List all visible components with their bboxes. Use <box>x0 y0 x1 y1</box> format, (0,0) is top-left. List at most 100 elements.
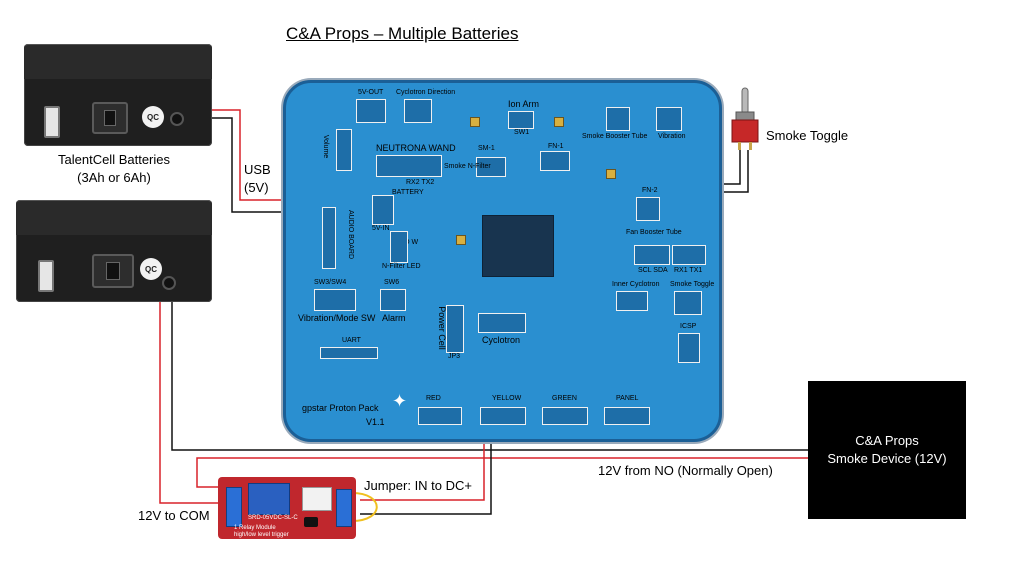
power-switch <box>92 254 134 288</box>
header-n-filter-led <box>390 231 408 263</box>
label-volume: Volume <box>322 134 330 159</box>
label-sm1: SM-1 <box>478 145 495 152</box>
label-inner-cyclotron: Inner Cyclotron <box>612 281 660 288</box>
relay-coil-label-area <box>302 487 332 511</box>
diagram-title: C&A Props – Multiple Batteries <box>286 24 519 43</box>
relay-model-text: SRD-05VDC-SL-C <box>248 515 298 521</box>
battery-top-panel <box>16 200 212 235</box>
switch-rocker <box>106 262 120 280</box>
qc-badge: QC <box>140 258 162 280</box>
label-uart: UART <box>342 337 361 344</box>
label-ion-arm: Ion Arm <box>508 99 540 109</box>
label-jp3: JP3 <box>448 353 461 360</box>
header-neutrona-wand <box>376 155 442 177</box>
smoke-toggle-label: Smoke Toggle <box>766 128 849 143</box>
com-wire-label: 12V to COM <box>138 508 210 523</box>
relay-trigger-text: high/low level trigger <box>234 532 289 538</box>
label-yellow: YELLOW <box>492 395 522 402</box>
talentcell-battery-2: QC <box>16 200 212 302</box>
smoke-device-label-line-1: C&A Props <box>855 433 919 448</box>
header-volume <box>336 129 352 171</box>
star-logo-icon: ✦ <box>392 391 408 411</box>
header-power-cell <box>446 305 464 353</box>
header-uart <box>320 347 378 359</box>
relay-cube <box>248 483 290 515</box>
pcb-version: V1.1 <box>366 417 385 427</box>
usb-label-line-2: (5V) <box>244 180 269 195</box>
dc-jack <box>170 112 184 126</box>
jumper-label: Jumper: IN to DC+ <box>364 478 473 493</box>
no-wire-red <box>196 457 808 488</box>
header-green <box>542 407 588 425</box>
qc-badge: QC <box>142 106 164 128</box>
label-pcb-smoke-toggle: Smoke Toggle <box>670 281 715 288</box>
header-5v-out <box>356 99 386 123</box>
header-panel <box>604 407 650 425</box>
header-ion-arm <box>508 111 534 129</box>
dc-jack <box>162 276 176 290</box>
microcontroller-chip <box>482 215 554 277</box>
talentcell-battery-1: QC <box>24 44 212 146</box>
label-sw6: SW6 <box>384 279 400 286</box>
power-switch <box>92 102 128 134</box>
label-scl-sda: SCL SDA <box>638 267 668 274</box>
label-sw1: SW1 <box>514 129 530 136</box>
no-wire-label: 12V from NO (Normally Open) <box>598 463 773 478</box>
pcb-name: gpstar Proton Pack <box>302 403 379 413</box>
usb-port <box>44 106 60 138</box>
label-rx2-tx2: RX2 TX2 <box>406 179 435 186</box>
header-sw6 <box>380 289 406 311</box>
label-alarm: Alarm <box>382 313 406 323</box>
ground-wire-black <box>171 292 808 451</box>
label-audio-board: AUDIO BOARD <box>347 209 355 260</box>
header-vibration <box>656 107 682 131</box>
label-smoke-n-filter: Smoke N-Filter <box>444 163 491 170</box>
header-cyclotron <box>478 313 526 333</box>
header-fn2 <box>636 197 660 221</box>
label-fan-booster-tube: Fan Booster Tube <box>626 229 682 236</box>
label-sw3-sw4: SW3/SW4 <box>314 279 347 286</box>
label-5v-in: 5V-IN <box>372 225 390 232</box>
label-rx1-tx1: RX1 TX1 <box>674 267 703 274</box>
header-sw3-sw4 <box>314 289 356 311</box>
header-inner-cyclotron <box>616 291 648 311</box>
header-fn1 <box>540 151 570 171</box>
header-red <box>418 407 462 425</box>
proton-pack-pcb: 5V-OUT Cyclotron Direction Ion Arm SW1 S… <box>283 80 722 442</box>
switch-rocker <box>104 110 116 126</box>
label-power-cell: Power Cell <box>436 306 447 350</box>
capacitor <box>456 235 466 245</box>
label-neutrona-wand: NEUTRONA WAND <box>376 143 456 153</box>
jumper-wire <box>351 492 378 522</box>
header-icsp <box>678 333 700 363</box>
relay-jumper-header <box>304 517 318 527</box>
label-vibration: Vibration <box>658 133 686 140</box>
label-vibration-mode-sw: Vibration/Mode SW <box>298 313 376 323</box>
header-sm1 <box>476 157 506 177</box>
relay-terminal-block-right <box>336 489 352 527</box>
header-smoke-toggle <box>674 291 702 315</box>
header-audio-board <box>322 207 336 269</box>
relay-module: SRD-05VDC-SL-C 1 Relay Module high/low l… <box>218 477 356 539</box>
label-cyclotron: Cyclotron <box>482 335 521 345</box>
battery-label-line-1: TalentCell Batteries <box>58 152 170 167</box>
label-fn1: FN-1 <box>548 143 564 150</box>
smoke-toggle-switch-icon <box>731 87 759 150</box>
header-yellow <box>480 407 526 425</box>
label-green: GREEN <box>552 395 577 402</box>
smoke-device: C&A Props Smoke Device (12V) <box>808 381 966 519</box>
header-rx1-tx1 <box>672 245 706 265</box>
relay-terminal-block-left <box>226 487 242 527</box>
label-panel: PANEL <box>616 395 639 402</box>
label-icsp: ICSP <box>680 323 697 330</box>
battery-label-line-2: (3Ah or 6Ah) <box>77 170 151 185</box>
label-battery: BATTERY <box>392 189 424 196</box>
capacitor <box>470 117 480 127</box>
label-cyclotron-direction: Cyclotron Direction <box>396 89 456 96</box>
header-cyclotron-direction <box>404 99 432 123</box>
label-smoke-booster-tube: Smoke Booster Tube <box>582 133 648 140</box>
relay-module-text: 1 Relay Module <box>234 525 276 531</box>
battery-top-panel <box>24 44 212 79</box>
label-5v-out: 5V-OUT <box>358 89 384 96</box>
label-red: RED <box>426 395 441 402</box>
